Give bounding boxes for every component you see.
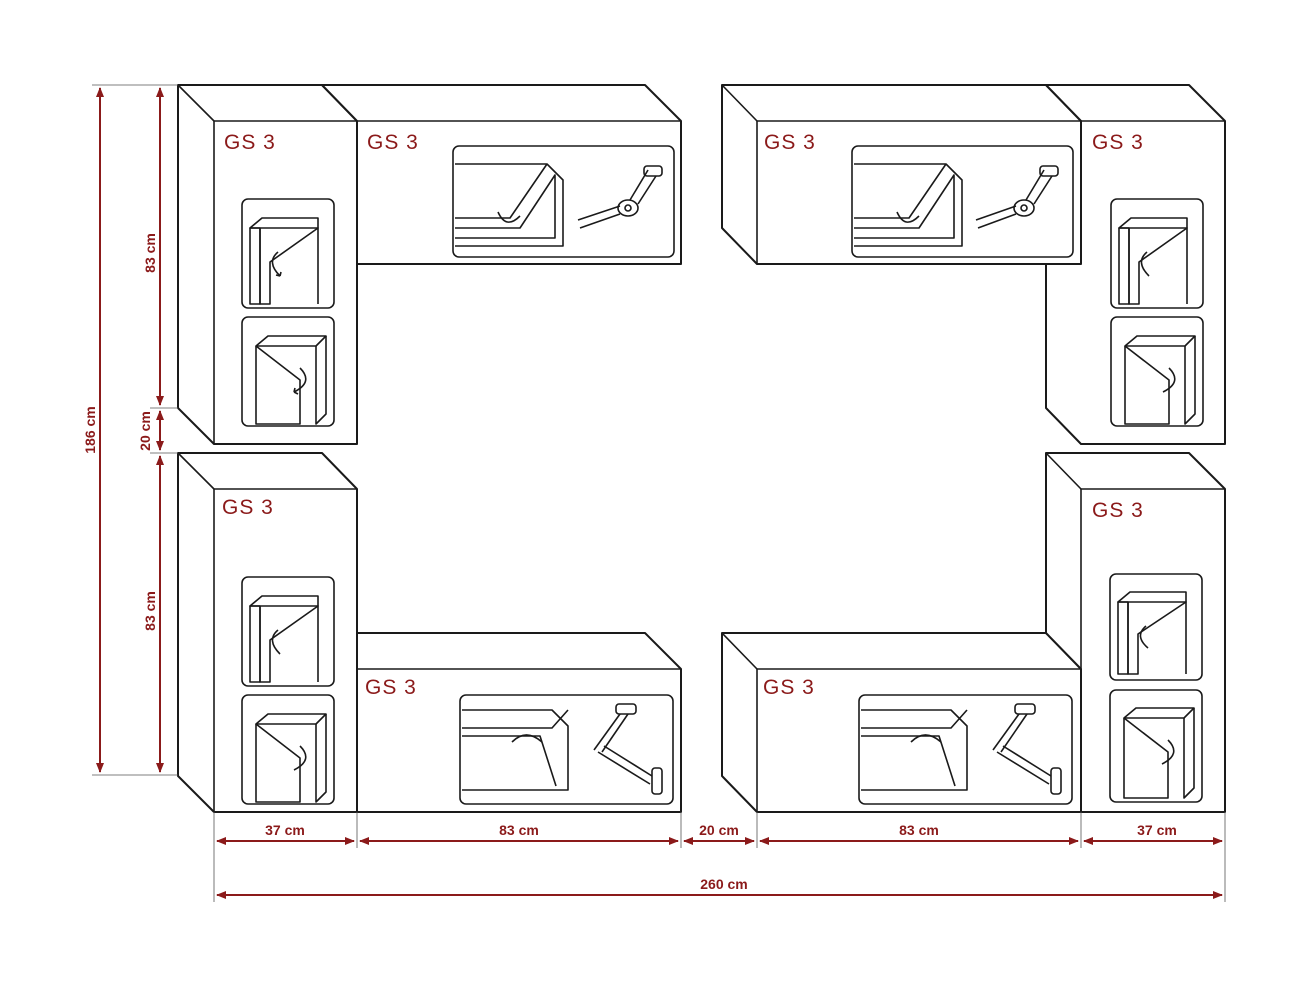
cabinet-bottom-left-horizontal: GS 3 [356, 632, 682, 813]
label-mid-gap-width: 20 cm [699, 822, 739, 838]
cabinet-bottom-right-horizontal: GS 3 [721, 632, 1082, 813]
cabinet-top-left-horizontal: GS 3 [321, 84, 682, 265]
hinge-mechanism-icon [975, 165, 1059, 229]
door-open-icon [249, 217, 319, 305]
lift-flap-icon [861, 709, 968, 791]
cabinet-top-right-horizontal: GS 3 [721, 84, 1082, 265]
cabinet-label: GS 3 [763, 676, 815, 699]
label-left-width: 37 cm [265, 822, 305, 838]
label-mid-right-width: 83 cm [899, 822, 939, 838]
shelf-compartment [1110, 198, 1204, 309]
door-open-icon [255, 335, 327, 425]
label-mid-left-width: 83 cm [499, 822, 539, 838]
label-gap-height: 20 cm [137, 411, 153, 451]
door-open-icon [1123, 707, 1195, 799]
flap-compartment [858, 694, 1073, 805]
door-open-icon [255, 713, 327, 803]
label-upper-height: 83 cm [142, 233, 158, 273]
hinge-mechanism-icon [992, 703, 1062, 795]
door-open-icon [249, 595, 319, 683]
shelf-compartment [1109, 573, 1203, 681]
cabinet-label: GS 3 [764, 131, 816, 154]
hinge-mechanism-icon [593, 703, 663, 795]
label-total-width: 260 cm [700, 876, 747, 892]
shelf-compartment [241, 576, 335, 687]
door-open-icon [1118, 217, 1188, 305]
cabinet-bottom-right-vertical: GS 3 [1045, 452, 1226, 813]
cabinet-label: GS 3 [222, 496, 274, 519]
lift-flap-icon [455, 163, 564, 247]
lift-flap-icon [854, 163, 963, 247]
cabinet-top-left-vertical: GS 3 [177, 84, 358, 445]
cabinet-bottom-left-vertical: GS 3 [177, 452, 358, 813]
lift-flap-icon [462, 709, 569, 791]
cabinet-label: GS 3 [1092, 131, 1144, 154]
flap-compartment [459, 694, 674, 805]
cabinet-label: GS 3 [365, 676, 417, 699]
label-lower-height: 83 cm [142, 591, 158, 631]
label-total-height: 186 cm [82, 406, 98, 453]
shelf-compartment [241, 198, 335, 309]
cabinet-label: GS 3 [1092, 499, 1144, 522]
dimension-lines: 186 cm 83 cm 20 cm 83 cm 37 cm 83 cm 20 … [82, 84, 1226, 902]
cabinet-top-right-vertical: GS 3 [1045, 84, 1226, 445]
cabinet-label: GS 3 [224, 131, 276, 154]
door-open-icon [1124, 335, 1196, 425]
label-right-width: 37 cm [1137, 822, 1177, 838]
cabinet-label: GS 3 [367, 131, 419, 154]
door-open-icon [1117, 591, 1187, 675]
hinge-mechanism-icon [577, 165, 663, 229]
